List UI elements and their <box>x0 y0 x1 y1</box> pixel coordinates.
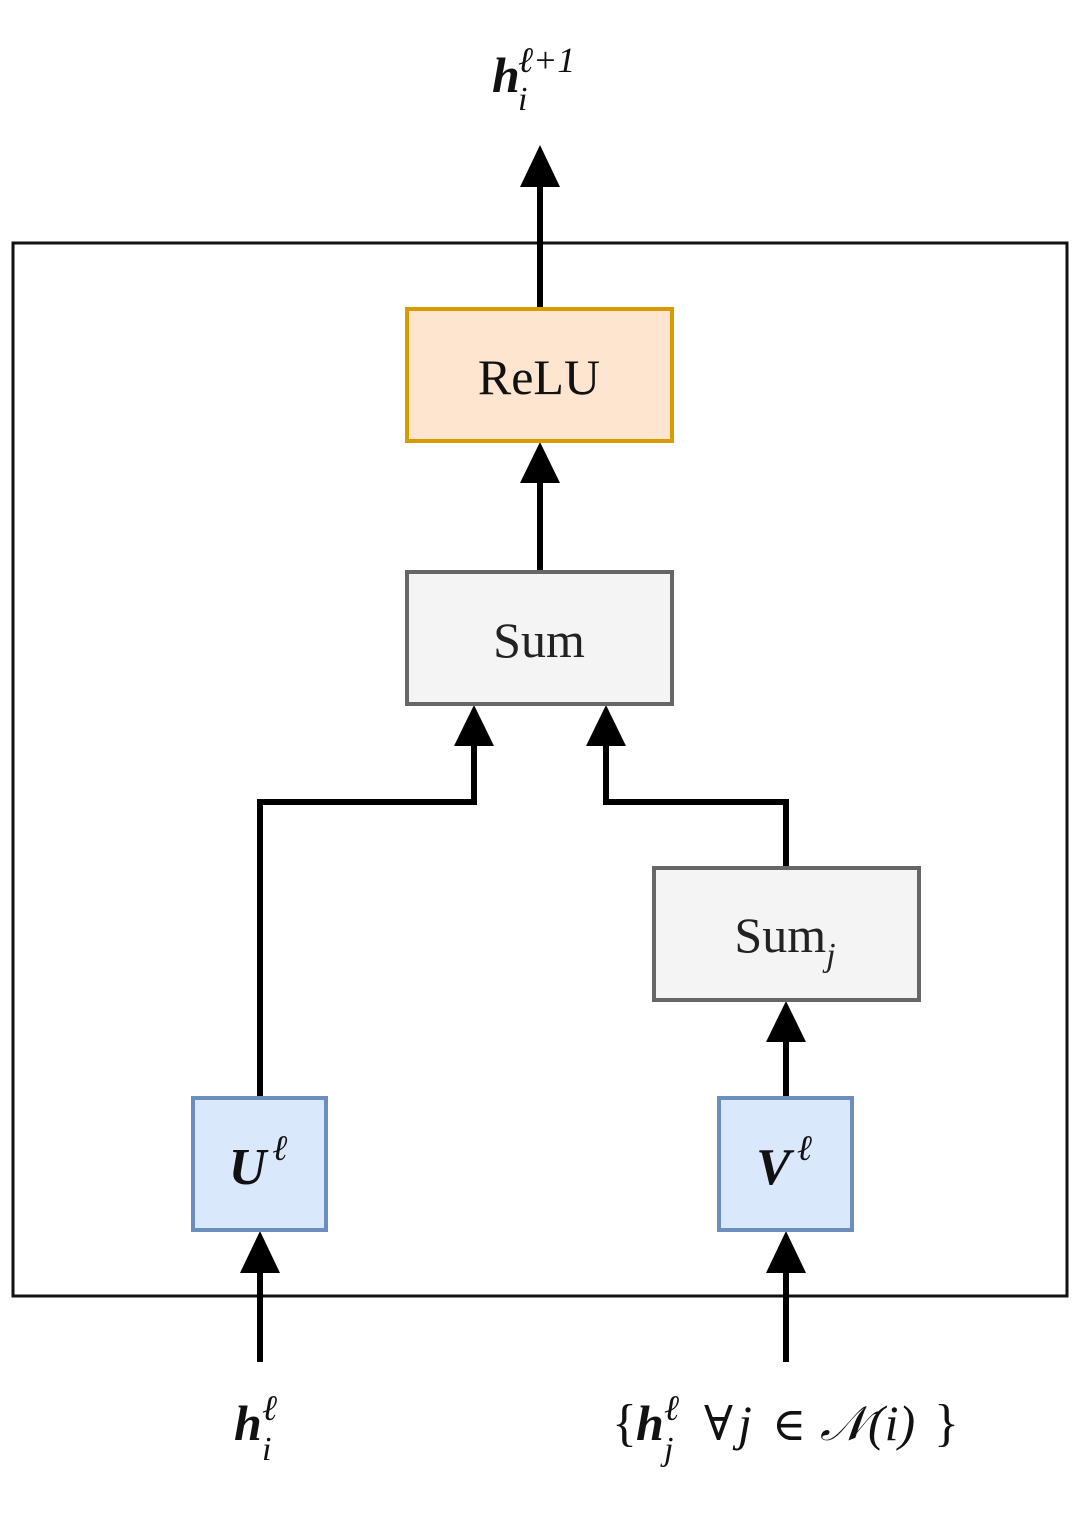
output-label-sup: ℓ+1 <box>518 40 575 80</box>
output-label: h ℓ+1 i <box>492 40 575 118</box>
sumj-label: Sumj <box>734 907 835 974</box>
arrowhead-sumj <box>766 1001 806 1042</box>
sum-label: Sum <box>493 612 585 668</box>
arrowhead-sum-right <box>586 705 626 746</box>
output-label-base: h <box>492 47 520 103</box>
input-left-base: h <box>234 1395 262 1451</box>
relu-node: ReLU <box>405 307 674 443</box>
u-weight-sup: ℓ <box>272 1128 287 1168</box>
input-right-label: { h ℓ j ∀ j ∈ 𝒩 (i) } <box>612 1388 959 1468</box>
relu-label: ReLU <box>478 349 600 405</box>
arrowhead-output <box>520 145 560 187</box>
input-left-label: h ℓ i <box>234 1388 277 1468</box>
arrow-u-to-sum <box>257 745 477 1097</box>
v-weight-sup: ℓ <box>797 1128 812 1168</box>
u-weight-base: U <box>229 1139 269 1196</box>
arrowhead-u <box>240 1231 280 1273</box>
input-right-sub: j <box>660 1431 673 1468</box>
sumj-label-base: Sum <box>734 907 826 963</box>
input-right-in: ∈ <box>772 1397 806 1451</box>
sumj-node: Sumj <box>652 866 921 1002</box>
v-weight-box <box>717 1096 854 1232</box>
sumj-box <box>652 866 921 1002</box>
input-right-close-brace: } <box>934 1395 959 1452</box>
output-label-sub: i <box>518 81 527 118</box>
input-right-var: j <box>732 1395 752 1451</box>
input-left-sup: ℓ <box>262 1388 277 1428</box>
sum-node: Sum <box>405 570 674 706</box>
sum-box <box>405 570 674 706</box>
input-left-sub: i <box>262 1431 271 1468</box>
relu-box <box>405 307 674 443</box>
v-weight-base: V <box>756 1139 795 1196</box>
u-weight-box <box>191 1096 328 1232</box>
arrow-sumj-to-sum <box>603 745 789 866</box>
input-right-sup: ℓ <box>664 1388 679 1428</box>
arrowhead-v <box>766 1231 806 1273</box>
input-right-open-brace: { <box>612 1395 637 1452</box>
arrowhead-sum-left <box>454 705 494 746</box>
input-right-forall: ∀ <box>704 1396 733 1452</box>
input-right-set-arg: (i) <box>868 1395 915 1451</box>
sumj-label-sub: j <box>822 937 835 974</box>
input-right-base: h <box>636 1395 664 1451</box>
arrowhead-relu <box>520 442 560 483</box>
